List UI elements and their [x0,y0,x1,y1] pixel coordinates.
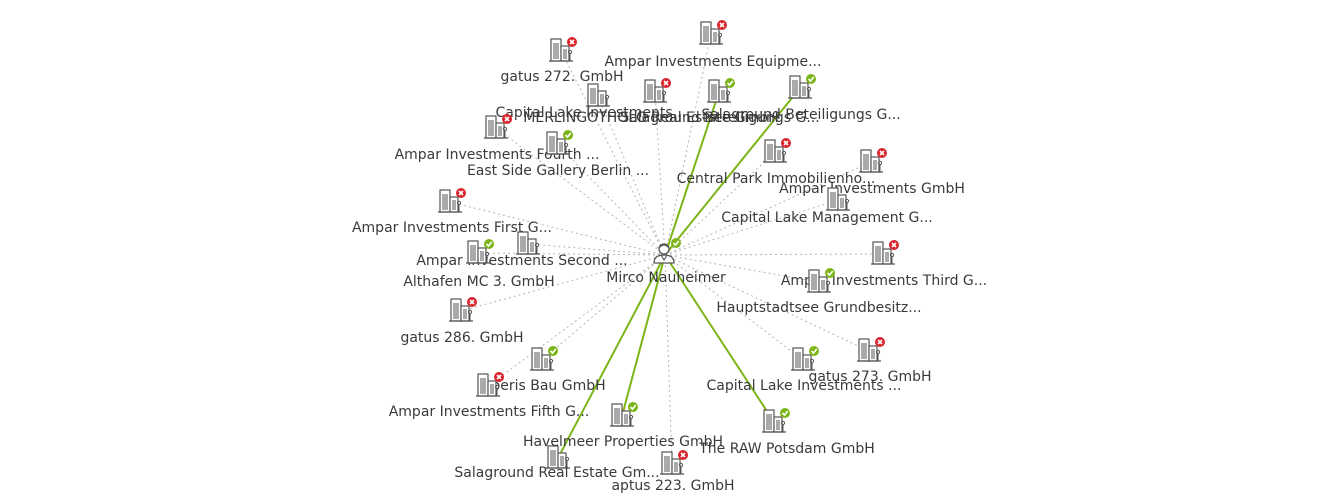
company-node[interactable]: The RAW Potsdam GmbH [698,408,875,457]
status-inactive-icon [877,148,887,158]
status-inactive-icon [502,114,512,124]
company-label: Capital Lake Investments ... [707,378,902,394]
company-node[interactable]: aptus 223. GmbH [611,450,735,494]
company-node[interactable]: Hauptstadtsee Grundbesitz... [716,268,922,316]
status-active-icon [780,408,790,418]
status-active-icon [809,346,819,356]
company-node[interactable]: East Side Gallery Berlin ... [467,130,649,179]
company-label: Ampar Investments Equipme... [605,54,822,70]
status-active-icon [825,268,835,278]
edge-n22 [621,254,666,417]
status-inactive-icon [717,20,727,30]
company-node[interactable]: Althafen MC 3. GmbH [403,239,555,290]
status-active-icon [563,130,573,140]
company-node[interactable]: Capital Lake Investments ... [496,83,691,121]
company-node[interactable]: Havelmeer Properties GmbH [523,402,723,450]
edge-n15 [664,253,884,256]
edge-n8 [556,143,666,256]
company-label: gatus 286. GmbH [400,330,523,346]
status-inactive-icon [567,37,577,47]
status-inactive-icon [467,297,477,307]
company-node[interactable]: Operis Bau GmbH [480,346,606,394]
company-label: Ampar Investments Fourth ... [395,147,600,163]
edge-n20 [664,254,804,361]
company-node[interactable]: Ampar Investments First G... [352,188,552,236]
status-inactive-icon [494,372,504,382]
company-node[interactable]: Salaground Real Estate Gm... [454,445,660,481]
company-label: aptus 223. GmbH [611,478,734,494]
edge-n12 [449,201,666,256]
company-node[interactable]: Ampar Investments GmbH [779,148,965,197]
status-inactive-icon [875,337,885,347]
edge-n18 [541,254,666,361]
center-node[interactable]: Mirco Nauheimer [606,238,726,286]
company-label: Althafen MC 3. GmbH [403,274,554,290]
company-label: Ampar Investments First G... [352,220,552,236]
edge-n24 [557,254,666,459]
company-label: gatus 272. GmbH [500,69,623,85]
company-label: Hauptstadtsee Grundbesitz... [716,300,921,316]
status-active-icon [484,239,494,249]
edge-n14 [477,252,666,256]
company-node[interactable]: Salaground Beteiligungs G... [701,74,901,123]
company-node[interactable]: MERLINGOTHOLG Real Estate GmbH [523,78,779,126]
edge-n1 [560,50,666,256]
edge-n17 [460,254,666,312]
edge-n19 [487,254,666,387]
edge-n16 [664,254,820,283]
status-active-icon [671,238,681,248]
company-node[interactable]: gatus 273. GmbH [808,337,932,385]
company-node[interactable]: Central Park Immobilienho... [677,138,876,187]
edge-n5 [664,91,720,256]
company-label: gatus 273. GmbH [808,369,931,385]
company-node[interactable]: Ampar Investments Fifth G... [389,372,590,420]
center-label: Mirco Nauheimer [606,270,726,286]
edge-n3 [597,95,666,256]
edge-n4 [654,91,666,256]
status-active-icon [628,402,638,412]
company-label: The RAW Potsdam GmbH [698,441,875,457]
edge-n6 [664,87,801,256]
company-node[interactable]: Capital Lake Investments ... [707,346,902,394]
status-inactive-icon [889,240,899,250]
edge-n11 [664,199,839,256]
company-label: Ampar Investments Second ... [416,253,627,269]
company-node[interactable]: Ampar Investments Equipme... [605,20,822,70]
company-label: Operis Bau GmbH [480,378,605,394]
status-active-icon [806,74,816,84]
status-inactive-icon [661,78,671,88]
company-node[interactable]: Capital Lake Management G... [721,187,933,226]
company-label: Central Park Immobilienho... [677,171,876,187]
status-active-icon [725,78,735,88]
status-inactive-icon [678,450,688,460]
edge-n25 [664,254,673,465]
building-icon [585,83,611,107]
company-label: Salaground Beteiligungs G... [701,107,900,123]
edge-n7 [495,127,666,256]
company-label: Havelmeer Properties GmbH [523,434,723,450]
status-inactive-icon [456,188,466,198]
company-label: Capital Lake Management G... [721,210,932,226]
status-active-icon [548,346,558,356]
edges-layer [449,33,884,465]
company-label: Salaground Real Estate Gm... [454,465,659,481]
company-label: Salaground Beteiligungs G... [620,110,819,126]
company-label: Ampar Investments Fifth G... [389,404,590,420]
edge-n9 [664,151,776,256]
company-node[interactable]: gatus 286. GmbH [400,297,524,346]
company-node[interactable]: Salaground Beteiligungs G... [620,78,820,126]
company-label: MERLINGOTHOLG Real Estate GmbH [523,110,778,126]
company-label: Capital Lake Investments ... [496,105,691,121]
status-inactive-icon [781,138,791,148]
company-label: East Side Gallery Berlin ... [467,163,649,179]
company-node[interactable]: gatus 272. GmbH [500,37,624,85]
edge-n23 [664,254,775,423]
company-label: Ampar Investments GmbH [779,181,965,197]
